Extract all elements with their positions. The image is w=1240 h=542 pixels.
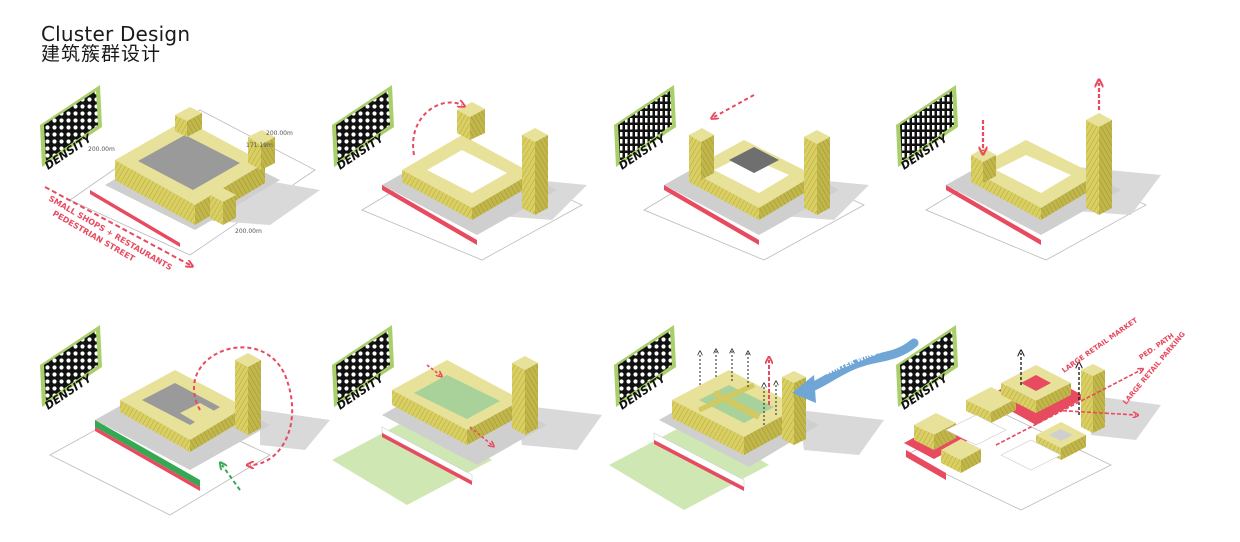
label-large-retail-parking: LARGE RETAIL PARKING <box>1121 330 1186 406</box>
panel-1: DENSITY 200.00m 200.00m 171.19m 200.00m … <box>40 85 320 272</box>
panel-6: DENSITY <box>332 325 602 505</box>
parking-arrow <box>1050 409 1136 415</box>
up-arrows <box>700 351 776 425</box>
ped-path-arrow <box>995 370 1141 446</box>
inner-arrow <box>426 364 440 375</box>
density-card: DENSITY <box>896 325 958 412</box>
panel-5: DENSITY <box>40 325 330 516</box>
label-large-retail-market: LARGE RETAIL MARKET <box>1061 316 1140 374</box>
panel-3: DENSITY <box>614 85 869 261</box>
move-arrow <box>714 94 755 117</box>
pedestrian-arrow <box>44 186 190 265</box>
density-card: DENSITY <box>614 325 676 412</box>
panel-8: DENSITY LARGE RETAIL MARKET PED. PATH LA… <box>896 316 1186 511</box>
panel-2: DENSITY <box>332 85 587 261</box>
move-arrow <box>412 102 462 156</box>
density-card: DENSITY <box>40 325 102 412</box>
dim-top-right: 200.00m <box>266 130 293 137</box>
density-card: DENSITY <box>332 85 394 172</box>
dim-top-left: 200.00m <box>88 146 115 153</box>
panel-4: DENSITY <box>896 75 1161 261</box>
rotate-arrow <box>192 346 294 465</box>
density-card: DENSITY <box>332 325 394 412</box>
wind-arrow <box>799 338 919 395</box>
page-subtitle: 建筑簇群设计 <box>41 43 162 65</box>
dim-bottom: 200.00m <box>235 228 262 235</box>
density-card: DENSITY <box>896 85 958 172</box>
dim-inner: 171.19m <box>246 142 273 149</box>
density-card: DENSITY <box>40 85 102 172</box>
page-title: Cluster Design <box>41 22 191 46</box>
panel-7: DENSITY WINTER WINDS <box>609 325 919 510</box>
wind-arrow-head <box>792 375 816 403</box>
density-card: DENSITY <box>614 85 676 172</box>
title-block: Cluster Design 建筑簇群设计 <box>41 24 190 64</box>
green-arrow <box>222 465 241 491</box>
